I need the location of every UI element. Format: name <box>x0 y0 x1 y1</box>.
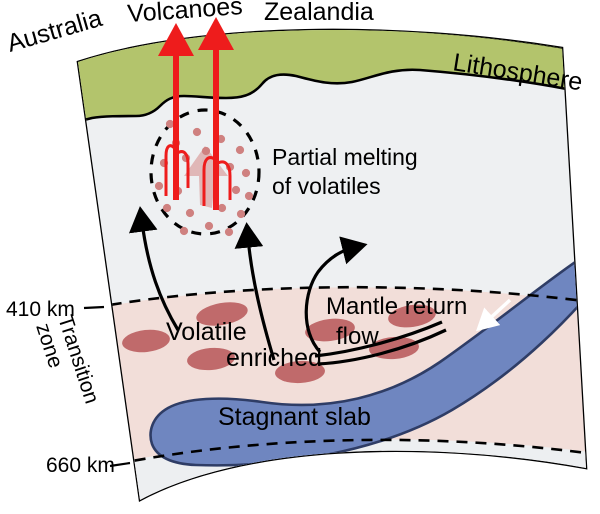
dashed-660-line <box>115 438 586 466</box>
label-mantle-return-line2: flow <box>336 323 379 350</box>
volcano-root <box>175 150 190 188</box>
melt-upwelling-arrow <box>184 146 228 208</box>
volcano-root <box>215 160 232 200</box>
volatile-blob <box>196 302 248 326</box>
partial-melting-dashed-ellipse <box>149 108 261 236</box>
label-australia: Australia <box>4 4 105 58</box>
label-partial-melting-line2: of volatiles <box>272 173 381 199</box>
return-flow-curve <box>304 236 368 354</box>
upwelling-arrow-left <box>128 206 180 331</box>
label-enriched: enriched <box>226 344 322 372</box>
label-volcanoes: Volcanoes <box>126 0 243 28</box>
return-flow-streamline <box>314 320 443 358</box>
dashed-410-line <box>91 285 586 310</box>
volcano-root <box>164 144 178 196</box>
return-flow-streamline <box>317 328 447 366</box>
slab-motion-arrow <box>475 298 512 332</box>
label-partial-melting-line1: Partial melting <box>272 144 418 170</box>
volatile-blob <box>388 304 436 328</box>
volcano-root <box>202 156 217 206</box>
tick-410 <box>83 305 105 310</box>
partial-melting-zone <box>149 108 261 237</box>
melt-dot-field <box>154 119 254 237</box>
label-mantle-return-line1: Mantle return <box>326 293 467 320</box>
label-stagnant-slab: Stagnant slab <box>218 403 371 431</box>
volatile-blob <box>122 329 170 353</box>
depth-line-660 <box>115 438 586 466</box>
label-volatile: Volatile <box>166 318 247 346</box>
mantle-return-flow-arrow <box>304 236 447 366</box>
label-depth-660: 660 km <box>46 454 115 477</box>
depth-line-410 <box>91 285 586 310</box>
label-depth-410: 410 km <box>6 298 75 321</box>
tick-660 <box>109 461 131 468</box>
upwelling-arrows <box>128 206 276 361</box>
white-arrow-shaft <box>475 298 512 332</box>
stagnant-slab-body <box>149 243 586 467</box>
volcano-conduits <box>158 17 234 210</box>
volatile-blob <box>305 318 355 342</box>
upwelling-arrow-mid <box>234 222 276 361</box>
label-zealandia: Zealandia <box>264 0 374 26</box>
volatile-blob <box>187 347 235 371</box>
volatile-blob <box>275 360 325 384</box>
stagnant-slab-shape <box>149 243 586 467</box>
